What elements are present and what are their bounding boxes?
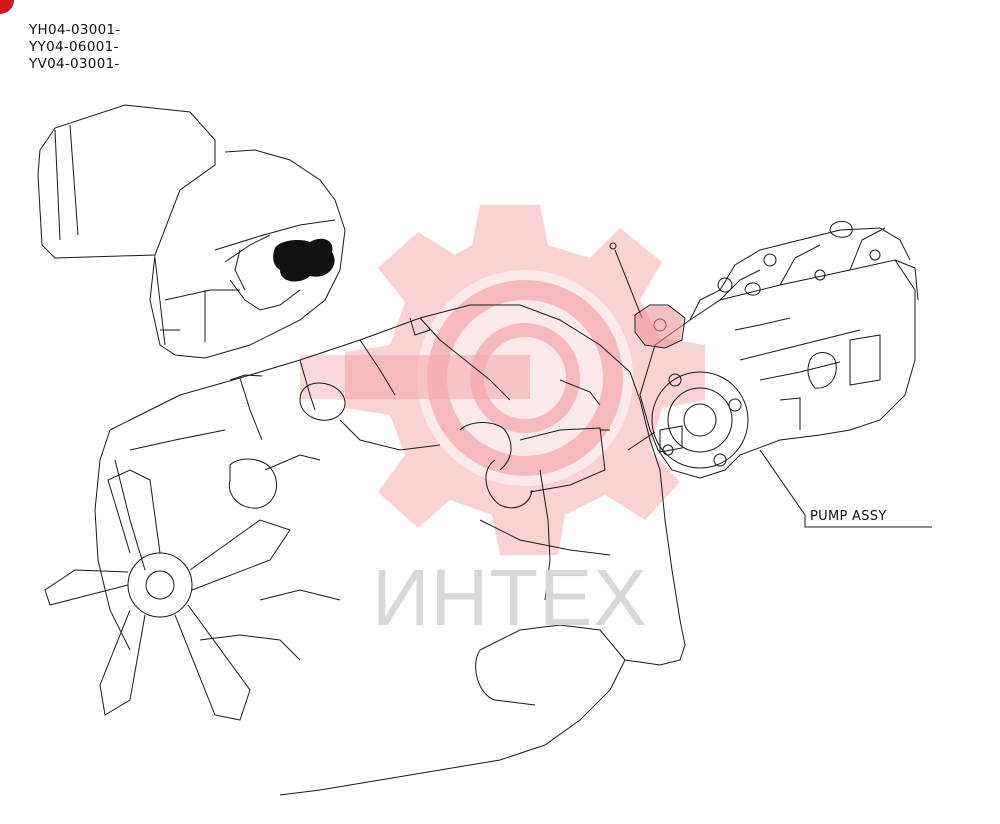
pump-assy-leader-line: [804, 515, 932, 528]
watermark-text: ИНТЕХ: [372, 553, 648, 642]
engine-illustration: [94, 304, 686, 796]
pump-assy-label: PUMP ASSY: [810, 509, 887, 524]
pump-highlight-watermark: [636, 306, 684, 347]
serial-range: YH04-03001-: [29, 22, 121, 38]
serial-range: YY04-06001-: [29, 39, 119, 55]
serial-number-list: YH04-03001- YY04-06001- YV04-03001-: [29, 22, 121, 73]
pump-assembly-illustration: [609, 221, 919, 516]
cab-hood-illustration: [37, 104, 346, 359]
watermark-ring-icon: [300, 270, 633, 486]
fan-illustration: [44, 469, 291, 721]
serial-range: YV04-03001-: [29, 56, 120, 72]
pump-location-marker-icon: [273, 238, 335, 282]
